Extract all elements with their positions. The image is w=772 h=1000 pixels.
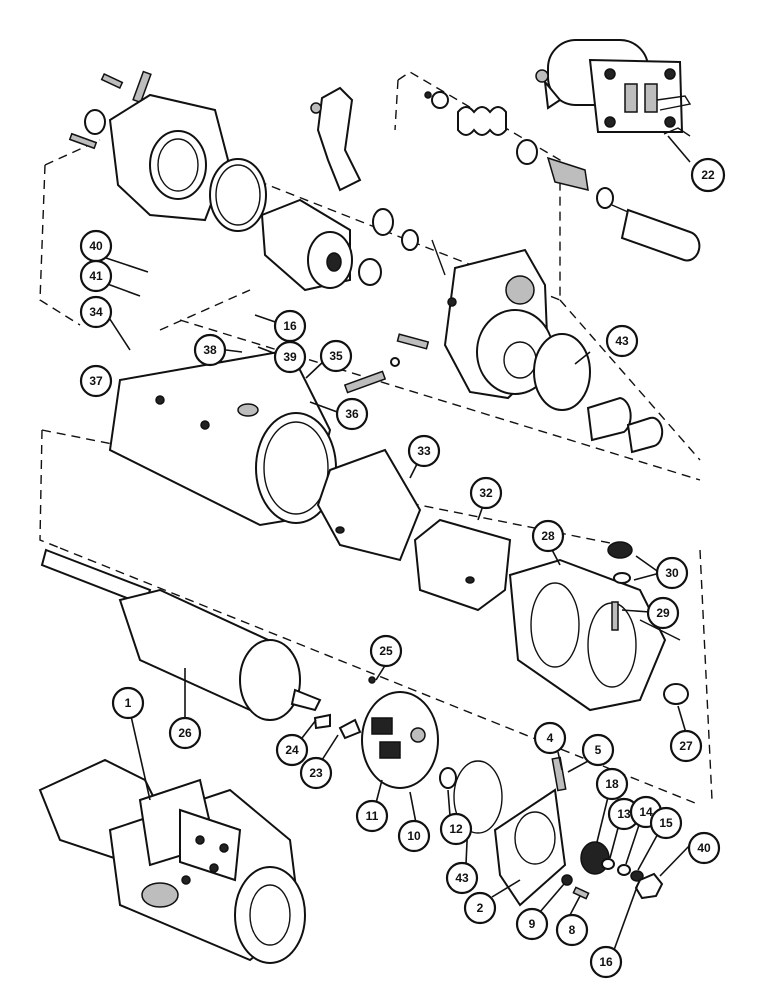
callout-5: 5 bbox=[581, 733, 615, 767]
svg-text:35: 35 bbox=[329, 349, 343, 363]
callout-8: 8 bbox=[555, 913, 589, 947]
svg-text:8: 8 bbox=[569, 923, 576, 937]
svg-text:26: 26 bbox=[178, 726, 192, 740]
svg-text:16: 16 bbox=[283, 319, 297, 333]
svg-text:15: 15 bbox=[659, 816, 673, 830]
svg-text:16: 16 bbox=[599, 955, 613, 969]
field-coils bbox=[508, 558, 681, 712]
svg-text:27: 27 bbox=[679, 739, 693, 753]
svg-text:1: 1 bbox=[125, 696, 132, 710]
callout-34: 34 bbox=[79, 295, 113, 329]
svg-text:43: 43 bbox=[455, 871, 469, 885]
callout-23: 23 bbox=[299, 756, 333, 790]
callout-15: 15 bbox=[649, 806, 683, 840]
svg-text:22: 22 bbox=[701, 168, 715, 182]
callout-9: 9 bbox=[515, 907, 549, 941]
callout-27: 27 bbox=[669, 729, 703, 763]
callout-36: 36 bbox=[335, 397, 369, 431]
svg-text:18: 18 bbox=[605, 777, 619, 791]
starter-assembly bbox=[38, 758, 306, 964]
svg-text:5: 5 bbox=[595, 743, 602, 757]
svg-text:40: 40 bbox=[89, 239, 103, 253]
callout-33: 33 bbox=[407, 434, 441, 468]
callout-40-lower: 40 bbox=[687, 831, 721, 865]
callout-22: 22 bbox=[690, 157, 726, 193]
callout-4: 4 bbox=[533, 721, 567, 755]
callout-18: 18 bbox=[595, 767, 629, 801]
pole-shoes bbox=[316, 448, 512, 612]
callout-1: 1 bbox=[111, 686, 145, 720]
svg-text:33: 33 bbox=[417, 444, 431, 458]
svg-text:4: 4 bbox=[547, 731, 554, 745]
svg-text:39: 39 bbox=[283, 350, 297, 364]
callout-35: 35 bbox=[319, 339, 353, 373]
callout-26: 26 bbox=[168, 716, 202, 750]
callout-29: 29 bbox=[646, 596, 680, 630]
callout-41: 41 bbox=[79, 259, 113, 293]
callout-43-upper: 43 bbox=[605, 324, 639, 358]
svg-text:40: 40 bbox=[697, 841, 711, 855]
callout-40: 40 bbox=[79, 229, 113, 263]
callout-12: 12 bbox=[439, 812, 473, 846]
svg-text:12: 12 bbox=[449, 822, 463, 836]
svg-text:29: 29 bbox=[656, 606, 670, 620]
svg-text:23: 23 bbox=[309, 766, 323, 780]
callout-10: 10 bbox=[397, 819, 431, 853]
callout-43-lower: 43 bbox=[445, 861, 479, 895]
callout-32: 32 bbox=[469, 476, 503, 510]
center-gear-housing bbox=[343, 208, 554, 400]
svg-text:37: 37 bbox=[89, 374, 103, 388]
callout-24: 24 bbox=[275, 733, 309, 767]
callout-16-upper: 16 bbox=[273, 309, 307, 343]
callout-11: 11 bbox=[355, 799, 389, 833]
svg-text:30: 30 bbox=[665, 566, 679, 580]
svg-text:38: 38 bbox=[203, 343, 217, 357]
solenoid-plunger-parts bbox=[424, 91, 701, 262]
end-cover-parts bbox=[453, 756, 664, 907]
drive-end-housing bbox=[68, 70, 267, 232]
svg-text:43: 43 bbox=[615, 334, 629, 348]
svg-text:41: 41 bbox=[89, 269, 103, 283]
svg-text:25: 25 bbox=[379, 644, 393, 658]
field-frame bbox=[108, 348, 337, 527]
svg-text:32: 32 bbox=[479, 486, 493, 500]
callout-25: 25 bbox=[369, 634, 403, 668]
drive-pinion-clutch bbox=[260, 86, 382, 292]
solenoid-assembly bbox=[535, 39, 692, 133]
terminal-stud-parts bbox=[607, 541, 689, 705]
svg-text:34: 34 bbox=[89, 305, 103, 319]
svg-text:14: 14 bbox=[639, 805, 653, 819]
callout-30: 30 bbox=[655, 556, 689, 590]
svg-text:13: 13 bbox=[617, 807, 631, 821]
callout-38: 38 bbox=[193, 333, 227, 367]
brush-holder-plate bbox=[313, 676, 457, 789]
callout-39: 39 bbox=[273, 340, 307, 374]
armature bbox=[40, 548, 322, 721]
svg-text:9: 9 bbox=[529, 917, 536, 931]
svg-text:28: 28 bbox=[541, 529, 555, 543]
callout-28: 28 bbox=[531, 519, 565, 553]
callout-2: 2 bbox=[463, 891, 497, 925]
callout-37: 37 bbox=[79, 364, 113, 398]
bushings bbox=[533, 333, 664, 454]
svg-text:24: 24 bbox=[285, 743, 299, 757]
leader-lines bbox=[99, 135, 691, 951]
svg-text:36: 36 bbox=[345, 407, 359, 421]
svg-text:11: 11 bbox=[366, 809, 379, 823]
svg-text:2: 2 bbox=[477, 901, 484, 915]
callout-16-lower: 16 bbox=[589, 945, 623, 979]
svg-text:10: 10 bbox=[407, 829, 421, 843]
